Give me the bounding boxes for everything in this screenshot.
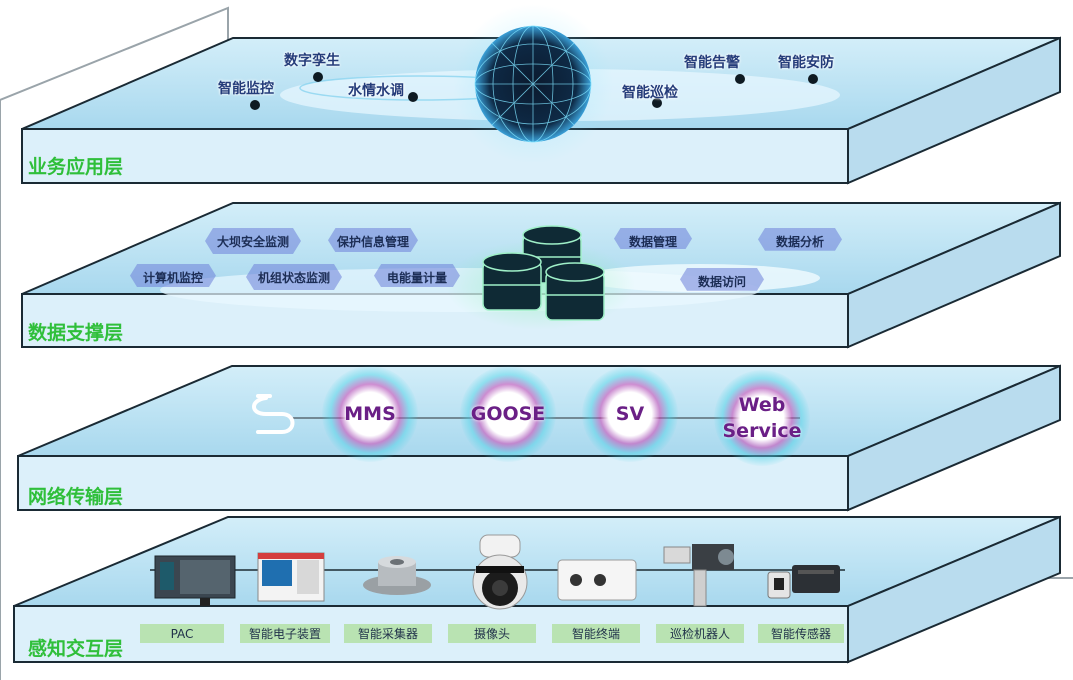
app-dot: [735, 74, 745, 84]
device-label-robot: 巡检机器人: [656, 624, 744, 643]
layer-title-business: 业务应用层: [28, 156, 124, 178]
app-label-digital-twin: 数字孪生: [284, 53, 340, 69]
protocol-goose: GOOSE: [460, 366, 556, 462]
connection-icon: [252, 394, 295, 434]
layer-title-data: 数据支撑层: [28, 322, 124, 344]
layer-title-perception: 感知交互层: [28, 638, 124, 660]
app-label-water-regime: 水情水调: [348, 83, 404, 99]
data-tag-energy-metering: 电能量计量: [374, 264, 460, 290]
device-label-collector: 智能采集器: [344, 624, 432, 643]
app-dot: [652, 98, 662, 108]
data-tag-unit-status: 机组状态监测: [246, 264, 342, 290]
device-label-ied: 智能电子装置: [240, 624, 330, 643]
device-label-sensor: 智能传感器: [758, 624, 844, 643]
app-dot: [313, 72, 323, 82]
app-label-smart-patrol: 智能巡检: [622, 85, 678, 101]
data-tag-data-management: 数据管理: [614, 228, 692, 254]
protocol-mms: MMS: [322, 366, 418, 462]
data-tag-dam-monitor: 大坝安全监测: [205, 228, 301, 254]
plc-controller-icon: [154, 555, 236, 606]
electronic-device-icon: [257, 552, 325, 602]
globe-icon: [453, 4, 613, 164]
device-label-pac: PAC: [140, 624, 224, 643]
device-glyphs: [154, 534, 840, 610]
sensor-icon: [767, 565, 840, 599]
app-dot: [408, 92, 418, 102]
app-dot: [808, 74, 818, 84]
layer-title-network: 网络传输层: [28, 486, 124, 508]
data-tag-protection-info: 保护信息管理: [328, 228, 418, 254]
app-label-smart-security: 智能安防: [778, 55, 834, 71]
app-label-smart-alarm: 智能告警: [684, 55, 740, 71]
data-tag-data-access: 数据访问: [680, 268, 764, 294]
app-label-smart-monitor: 智能监控: [218, 81, 274, 97]
protocol-web-service: Web Service: [714, 370, 810, 466]
inspection-robot-icon: [663, 544, 734, 607]
protocol-sv: SV: [582, 366, 678, 462]
device-label-camera: 摄像头: [448, 624, 536, 643]
device-label-terminal: 智能终端: [552, 624, 640, 643]
data-tag-data-analysis: 数据分析: [758, 228, 842, 254]
data-tag-computer-monitor: 计算机监控: [130, 264, 216, 290]
terminal-box-icon: [557, 559, 637, 601]
collector-icon: [363, 556, 431, 595]
database-icon: [445, 225, 635, 330]
dome-camera-icon: [472, 534, 528, 610]
app-dot: [250, 100, 260, 110]
